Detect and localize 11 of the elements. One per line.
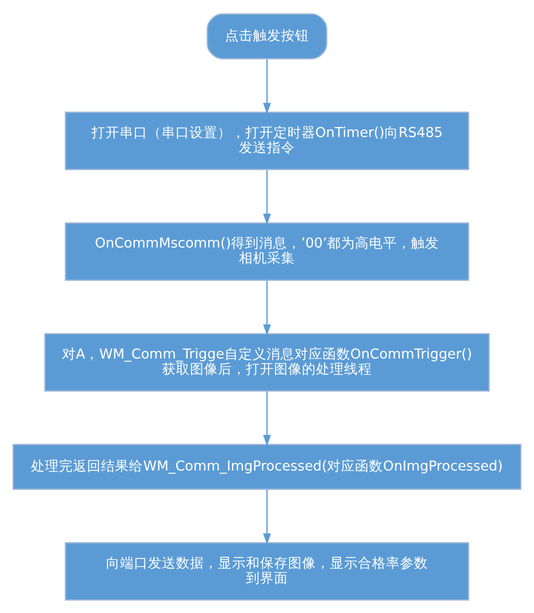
arrow — [263, 391, 271, 446]
node-box: 对A，WM_Comm_Trigge自定义消息对应函数OnCommTrigger()获取图像后，打开图像的处理线程 — [44, 332, 490, 392]
arrow — [263, 170, 271, 224]
node-box: OnCommMscomm()得到消息，’00’都为高电平，触发相机采集 — [64, 222, 470, 280]
node-box: 打开串口（串口设置），打开定时器OnTimer()向RS485发送指令 — [64, 111, 470, 170]
node-box: 处理完返回结果给WM_Comm_ImgProcessed(对应函数OnImgProcessed) — [12, 443, 522, 490]
arrow — [263, 489, 271, 544]
arrow — [263, 58, 271, 114]
node-box: 向端口发送数据，显示和保存图像，显示合格率参数到界面 — [64, 542, 470, 600]
node-box: 点击触发按钮 — [206, 12, 328, 59]
arrow — [263, 280, 271, 336]
